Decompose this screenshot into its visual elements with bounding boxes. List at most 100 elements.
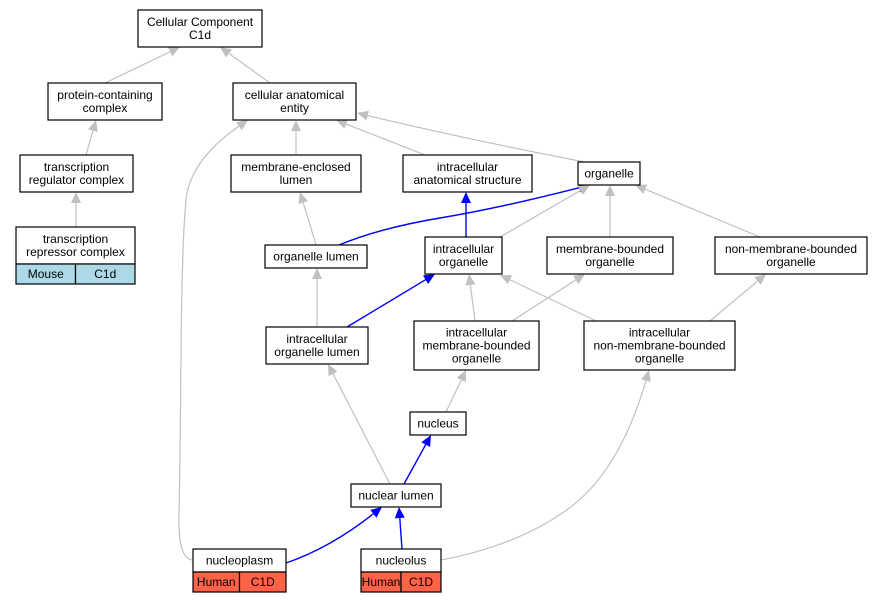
edge-ias-to-cae <box>336 119 426 156</box>
node-label-line: cellular anatomical <box>245 88 344 102</box>
edge-arrowhead <box>394 507 405 519</box>
edge-arrowhead <box>605 185 615 196</box>
node-label-line: intracellular <box>437 160 498 174</box>
edge-iol-to-orgl <box>312 268 322 327</box>
tag-label: Human <box>362 575 401 589</box>
edge-np-to-nl <box>285 507 382 564</box>
node-label-line: intracellular <box>286 332 347 346</box>
node-label-line: repressor complex <box>26 245 125 259</box>
edge-arrowhead <box>312 268 322 279</box>
edge-line <box>367 114 586 163</box>
node-label-line: membrane-bounded <box>556 242 664 256</box>
edge-arrowhead <box>573 274 585 285</box>
node-box <box>265 326 369 365</box>
edge-nuo-to-nl <box>394 507 405 550</box>
edge-line <box>511 279 577 322</box>
edge-nl-to-nucleus <box>403 435 431 485</box>
node-label-line: complex <box>83 101 128 115</box>
edge-line <box>178 125 240 561</box>
node-nl[interactable]: nuclear lumen <box>350 483 442 508</box>
edge-line <box>709 280 758 322</box>
node-label-line: entity <box>280 101 309 115</box>
node-inmbo[interactable]: intracellularnon-membrane-boundedorganel… <box>583 320 736 371</box>
edge-mbo-to-org <box>605 185 615 237</box>
edge-arrowhead <box>291 120 301 131</box>
tag-cell <box>238 571 287 593</box>
edge-line <box>104 51 171 84</box>
node-box <box>714 236 868 275</box>
node-label-line: nucleoplasm <box>206 554 273 568</box>
node-label-line: nucleus <box>417 417 458 431</box>
edge-line <box>302 202 317 246</box>
edge-nuo-to-inmbo <box>440 370 651 561</box>
node-label-line: non-membrane-bounded <box>725 242 857 256</box>
edge-arrowhead <box>461 192 471 203</box>
edge-io-to-ias <box>461 192 471 237</box>
node-label-line: lumen <box>280 173 313 187</box>
node-box <box>232 82 357 121</box>
edge-arrowhead <box>336 119 349 129</box>
tag-label: C1D <box>409 575 433 589</box>
edge-line <box>445 379 462 413</box>
edge-arrowhead <box>456 370 466 383</box>
node-box <box>409 411 467 436</box>
node-label-line: organelle lumen <box>274 345 359 359</box>
node-label-line: organelle <box>766 255 816 269</box>
node-label-line: membrane-enclosed <box>241 160 350 174</box>
edge-line <box>228 52 271 84</box>
edge-line <box>509 279 597 322</box>
edge-arrowhead <box>500 275 513 285</box>
edge-nl-to-iol <box>328 364 391 485</box>
edge-line <box>469 284 476 322</box>
edge-nmbo-to-org <box>635 184 761 238</box>
edge-line <box>440 380 647 561</box>
edge-arrowhead <box>236 120 248 131</box>
edge-pcc-to-root <box>104 47 180 84</box>
node-box <box>19 154 134 193</box>
edge-np-to-cae <box>178 120 248 561</box>
node-nucleus[interactable]: nucleus <box>409 411 467 436</box>
edge-line <box>346 123 426 156</box>
node-org[interactable]: organelle <box>577 161 641 186</box>
node-label-line: membrane-bounded <box>422 339 530 353</box>
node-box <box>264 244 368 269</box>
node-box <box>413 320 540 371</box>
edge-arrowhead <box>754 274 766 285</box>
edge-arrowhead <box>328 364 338 377</box>
tag-label: Human <box>197 575 236 589</box>
node-label-line: transcription <box>44 160 109 174</box>
tag-cell <box>400 571 442 593</box>
tag-label: C1D <box>251 575 275 589</box>
edge-org-to-cae <box>357 110 586 163</box>
tag-label: C1d <box>94 267 116 281</box>
edge-arrowhead <box>370 507 382 518</box>
edge-arrowhead <box>577 185 590 195</box>
tag-cell <box>74 263 136 285</box>
node-box <box>137 9 263 48</box>
edge-orgl-to-mel <box>298 192 317 246</box>
edge-line <box>285 513 374 564</box>
node-orgl[interactable]: organelle lumen <box>264 244 368 269</box>
node-box <box>350 483 442 508</box>
node-label-line: transcription <box>43 232 108 246</box>
edge-line <box>85 130 94 156</box>
edge-line <box>399 517 403 550</box>
node-label-line: organelle <box>452 352 502 366</box>
edge-arrowhead <box>220 47 232 58</box>
